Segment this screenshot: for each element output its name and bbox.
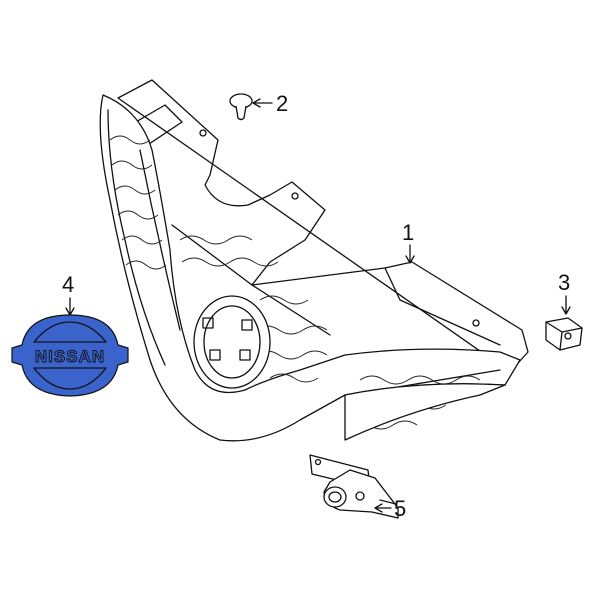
retainer-part — [545, 317, 583, 351]
callout-5: 5 — [374, 496, 406, 521]
callout-label-2: 2 — [276, 91, 288, 116]
callout-3: 3 — [558, 270, 571, 315]
callout-label-3: 3 — [558, 270, 570, 295]
callout-label-5: 5 — [394, 496, 406, 521]
callout-label-1: 1 — [402, 220, 414, 245]
grille — [99, 94, 521, 442]
callout-4: 4 — [62, 272, 75, 316]
callout-1: 1 — [402, 220, 415, 264]
callout-label-4: 4 — [62, 272, 74, 297]
emblem-part: NISSAN — [11, 314, 129, 397]
clip-part — [229, 93, 253, 121]
callout-2: 2 — [252, 91, 288, 116]
emblem-text: NISSAN — [35, 347, 105, 366]
